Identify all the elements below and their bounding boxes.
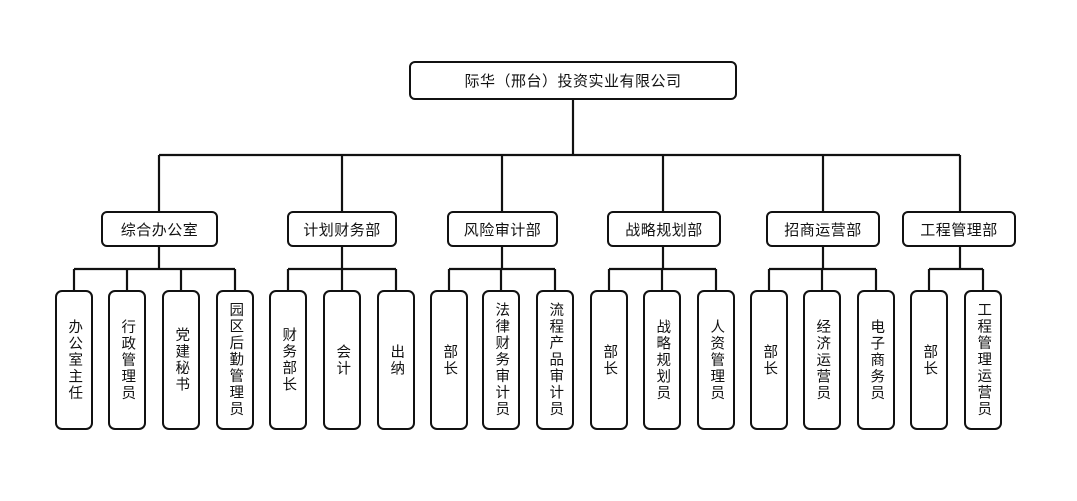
root-company-box: 际华（邢台）投资实业有限公司: [409, 61, 737, 100]
role-label: 出纳: [388, 343, 405, 377]
role-box: 部长: [590, 290, 628, 430]
dept-box-engineering: 工程管理部: [902, 211, 1016, 247]
dept-box-investment-ops: 招商运营部: [766, 211, 880, 247]
role-box: 法律财务审计员: [482, 290, 520, 430]
role-label: 部长: [441, 343, 458, 377]
role-box: 工程管理运营员: [964, 290, 1002, 430]
role-box: 流程产品审计员: [536, 290, 574, 430]
dept-label: 风险审计部: [463, 220, 542, 239]
dept-label: 战略规划部: [625, 220, 703, 239]
dept-label: 综合办公室: [120, 220, 199, 239]
root-company-label: 际华（邢台）投资实业有限公司: [464, 72, 682, 90]
dept-box-risk-audit: 风险审计部: [447, 211, 558, 247]
role-label: 战略规划员: [654, 318, 671, 402]
role-box: 行政管理员: [108, 290, 146, 430]
dept-label: 招商运营部: [784, 220, 862, 239]
role-label: 部长: [921, 343, 938, 377]
role-label: 经济运营员: [814, 318, 831, 402]
role-label: 人资管理员: [708, 318, 725, 402]
role-label: 党建秘书: [173, 327, 190, 393]
role-label: 行政管理员: [119, 318, 136, 402]
role-label: 电子商务员: [868, 318, 885, 402]
role-box: 经济运营员: [803, 290, 841, 430]
role-label: 部长: [761, 343, 778, 377]
dept-label: 计划财务部: [303, 220, 381, 239]
dept-box-strategy: 战略规划部: [607, 211, 721, 247]
role-box: 战略规划员: [643, 290, 681, 430]
role-box: 出纳: [377, 290, 415, 430]
role-box: 会计: [323, 290, 361, 430]
role-label: 部长: [601, 343, 618, 377]
role-label: 法律财务审计员: [493, 302, 510, 418]
role-box: 党建秘书: [162, 290, 200, 430]
role-label: 财务部长: [280, 327, 297, 393]
role-label: 办公室主任: [66, 318, 83, 402]
role-label: 园区后勤管理员: [227, 302, 244, 418]
role-box: 财务部长: [269, 290, 307, 430]
role-box: 园区后勤管理员: [216, 290, 254, 430]
role-box: 电子商务员: [857, 290, 895, 430]
role-box: 部长: [910, 290, 948, 430]
dept-label: 工程管理部: [920, 220, 998, 239]
role-box: 办公室主任: [55, 290, 93, 430]
dept-box-finance: 计划财务部: [287, 211, 397, 247]
role-box: 部长: [750, 290, 788, 430]
dept-box-general-office: 综合办公室: [101, 211, 218, 247]
role-box: 人资管理员: [697, 290, 735, 430]
role-label: 流程产品审计员: [547, 302, 564, 418]
role-label: 会计: [334, 343, 351, 377]
role-label: 工程管理运营员: [975, 302, 992, 418]
role-box: 部长: [430, 290, 468, 430]
